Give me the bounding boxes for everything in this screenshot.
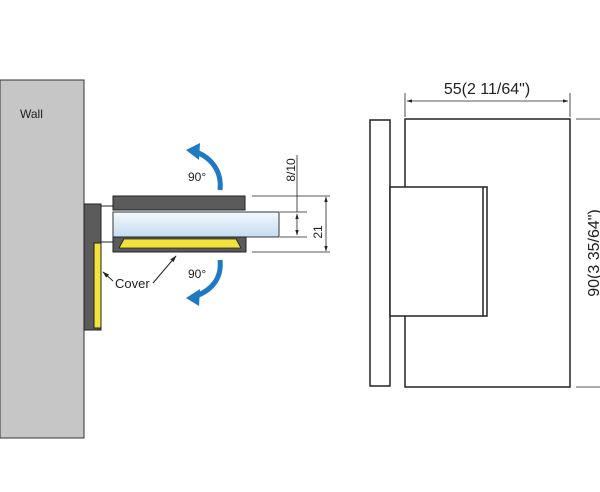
rotation-up-label: 90° xyxy=(188,170,206,184)
hinge-top-clamp xyxy=(112,195,246,211)
front-view xyxy=(369,118,571,388)
glass-panel xyxy=(112,211,280,238)
dim-glass-thickness-label: 8/10 xyxy=(284,158,298,182)
front-hinge-knuckle xyxy=(389,186,484,317)
front-mounting-plate xyxy=(369,119,391,387)
hinge-cover xyxy=(118,238,242,249)
wall-label: Wall xyxy=(20,107,43,121)
dim-length-label: 90(3 35/64") xyxy=(586,209,600,297)
dim-width-label: 55(2 11/64") xyxy=(444,81,530,98)
rotation-down-label: 90° xyxy=(188,267,206,281)
wall-cover-strip xyxy=(93,242,102,329)
rotation-down-arrow-icon xyxy=(195,259,223,299)
side-view: Wall 90° 90° Cover 21 8/10 xyxy=(0,79,330,439)
rotation-up-arrow-icon xyxy=(195,149,223,191)
dim-height-label: 21 xyxy=(311,225,325,239)
cover-label: Cover xyxy=(115,276,150,291)
wall xyxy=(0,79,85,439)
